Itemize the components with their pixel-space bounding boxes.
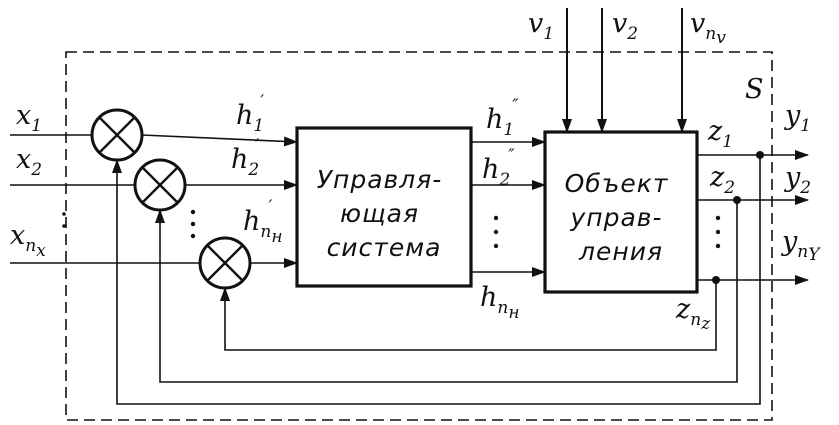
h1-prime-line bbox=[141, 134, 298, 147]
summing-junction-n bbox=[198, 236, 252, 290]
output-label-y2: y2 bbox=[784, 162, 811, 198]
control-output-label-hn: hnн bbox=[480, 282, 520, 323]
disturbance-label-v2: v2 bbox=[612, 8, 638, 44]
system-boundary-s bbox=[65, 51, 773, 421]
state-label-z1: z1 bbox=[707, 116, 733, 152]
input-label-xn: xnx bbox=[10, 220, 46, 261]
ellipsis-control-outputs bbox=[493, 215, 499, 249]
system-boundary-label: S bbox=[745, 74, 764, 105]
control-object-block bbox=[543, 130, 699, 294]
summing-junction-1 bbox=[90, 108, 144, 162]
feedback-loop-zn bbox=[220, 280, 717, 351]
control-system-block bbox=[295, 126, 473, 288]
ellipsis-states bbox=[715, 215, 721, 249]
feedback-loop-z2 bbox=[155, 200, 738, 383]
control-system-text: Управля- ющая система bbox=[317, 165, 452, 262]
ellipsis-left-inputs bbox=[62, 212, 66, 228]
control-object-text: Объект управ- ления bbox=[565, 169, 678, 266]
state-label-zn: znz bbox=[675, 294, 711, 334]
output-label-yn: ynY bbox=[781, 226, 821, 265]
input-label-x2: x2 bbox=[16, 144, 42, 180]
state-label-z2: z2 bbox=[709, 162, 735, 198]
control-output-label-h2: h2″ bbox=[482, 146, 515, 190]
feedback-loop-z1 bbox=[112, 155, 761, 405]
disturbance-label-vn: vnv bbox=[690, 8, 726, 48]
summing-junction-2 bbox=[133, 158, 187, 212]
ellipsis-junctions bbox=[190, 209, 196, 239]
control-output-label-h1: h1″ bbox=[486, 96, 519, 140]
control-input-label-h2: h2′ bbox=[231, 136, 259, 180]
input-label-x1: x1 bbox=[16, 100, 42, 136]
output-label-y1: y1 bbox=[784, 100, 811, 136]
control-input-label-hn: hnн′ bbox=[243, 197, 283, 247]
disturbance-label-v1: v1 bbox=[528, 8, 554, 44]
control-input-label-h1: h1′ bbox=[236, 92, 264, 136]
